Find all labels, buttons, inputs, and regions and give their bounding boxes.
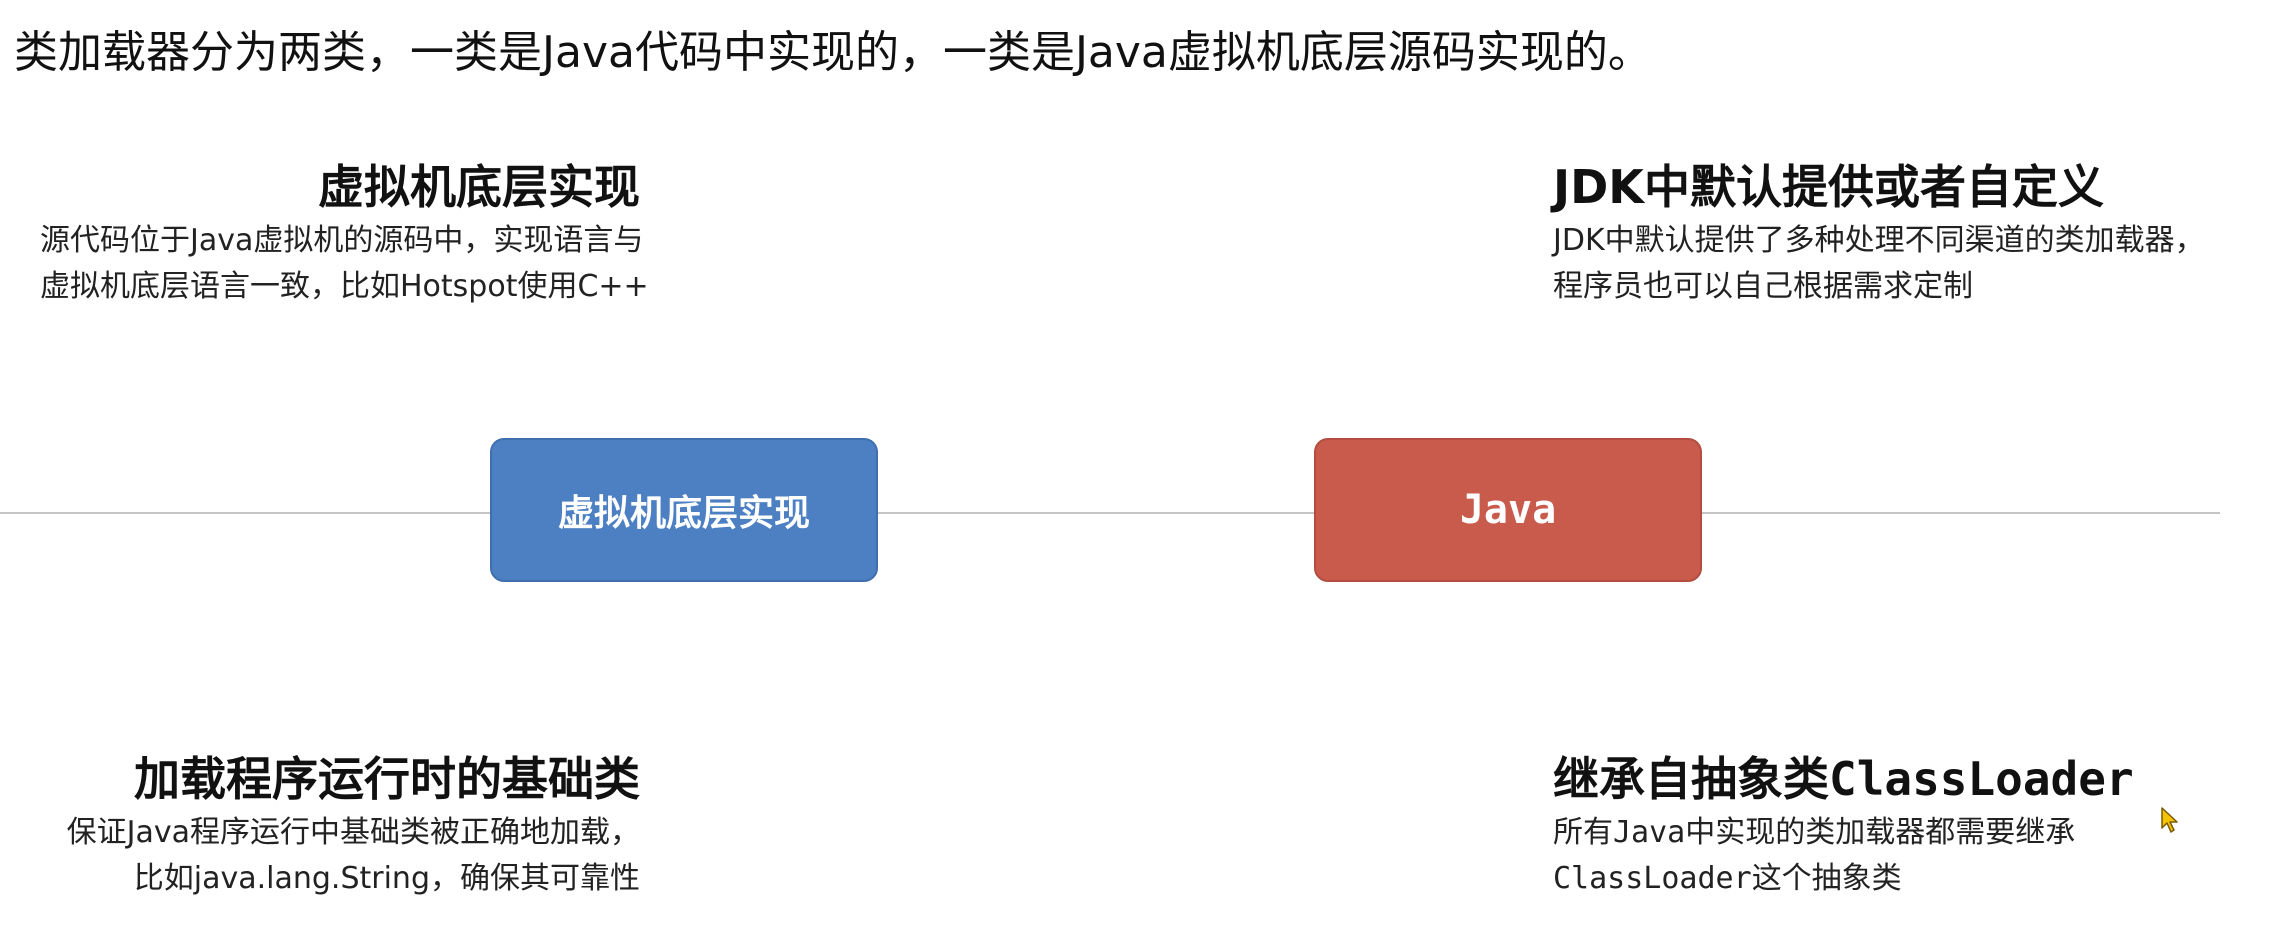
- mouse-pointer-icon: [2161, 807, 2178, 833]
- classloader-line-1-b: 中实现的类加载器都需要继承: [1685, 815, 2076, 850]
- base-classes-title: 加载程序运行时的基础类: [134, 752, 640, 806]
- java-box: Java: [1314, 438, 1702, 582]
- timeline-axis: [0, 512, 2220, 514]
- vm-native-box: 虚拟机底层实现: [490, 438, 878, 582]
- page-heading: 类加载器分为两类，一类是Java代码中实现的，一类是Java虚拟机底层源码实现的…: [14, 27, 1652, 78]
- jdk-default-line-2: 程序员也可以自己根据需求定制: [1553, 269, 1973, 304]
- base-classes-description: 加载程序运行时的基础类 保证Java程序运行中基础类被正确地加载， 比如java…: [40, 748, 640, 902]
- vm-native-title: 虚拟机底层实现: [318, 160, 640, 214]
- vm-native-line-1: 源代码位于Java虚拟机的源码中，实现语言与: [40, 223, 644, 258]
- classloader-line-2-b: 这个抽象类: [1751, 861, 1902, 896]
- vm-native-line-2: 虚拟机底层语言一致，比如Hotspot使用C++: [40, 269, 649, 304]
- classloader-title-mono: ClassLoader: [1829, 752, 2134, 806]
- vm-native-description: 虚拟机底层实现 源代码位于Java虚拟机的源码中，实现语言与 虚拟机底层语言一致…: [40, 156, 649, 310]
- jdk-default-title: JDK中默认提供或者自定义: [1553, 160, 2104, 214]
- classloader-title-prefix: 继承自抽象类: [1553, 752, 1829, 806]
- jdk-default-line-1: JDK中默认提供了多种处理不同渠道的类加载器，: [1553, 223, 2205, 258]
- base-classes-line-2: 比如java.lang.String，确保其可靠性: [133, 861, 640, 896]
- classloader-line-1: 所有Java中实现的类加载器都需要继承: [1553, 810, 2233, 856]
- classloader-line-2: ClassLoader这个抽象类: [1553, 856, 2233, 902]
- base-classes-line-1: 保证Java程序运行中基础类被正确地加载，: [66, 815, 640, 850]
- classloader-description: 继承自抽象类ClassLoader 所有Java中实现的类加载器都需要继承 Cl…: [1553, 748, 2233, 902]
- classloader-line-1-mono: Java: [1613, 815, 1686, 850]
- classloader-line-1-a: 所有: [1553, 815, 1613, 850]
- classloader-line-2-mono: ClassLoader: [1553, 861, 1752, 896]
- classloader-title: 继承自抽象类ClassLoader: [1553, 748, 2233, 810]
- jdk-default-description: JDK中默认提供或者自定义 JDK中默认提供了多种处理不同渠道的类加载器， 程序…: [1553, 156, 2233, 310]
